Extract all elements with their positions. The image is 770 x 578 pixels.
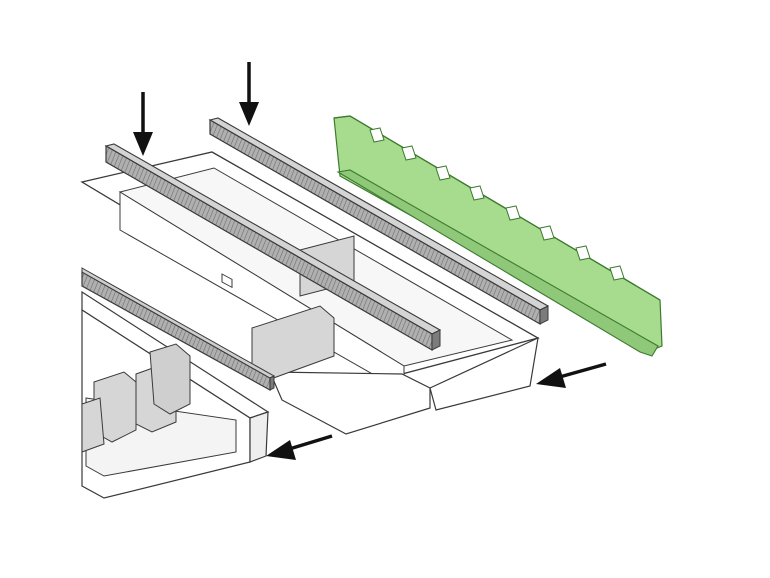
rail-left: [104, 143, 442, 352]
tray-large-front-body: [269, 371, 431, 435]
slotted-divider-lip: [336, 169, 659, 357]
insert-block-4: [81, 397, 105, 453]
slotted-divider-slots: [369, 127, 625, 281]
tray-front: [81, 290, 270, 499]
slotted-divider: [333, 115, 663, 357]
tray-large-notches: [221, 273, 233, 289]
left-arrow-panel: [536, 362, 607, 388]
down-arrow-right: [239, 62, 259, 126]
insert-block-3: [149, 343, 191, 415]
down-arrow-left: [133, 92, 153, 156]
left-arrow-tray: [266, 434, 333, 460]
tray-large-end-wall: [429, 336, 539, 411]
rail-right: [208, 117, 550, 326]
divider-panel-2: [251, 305, 335, 381]
rail-front: [81, 267, 276, 392]
tray-front-wall: [249, 411, 269, 463]
slotted-divider-top-edge: [333, 115, 661, 301]
